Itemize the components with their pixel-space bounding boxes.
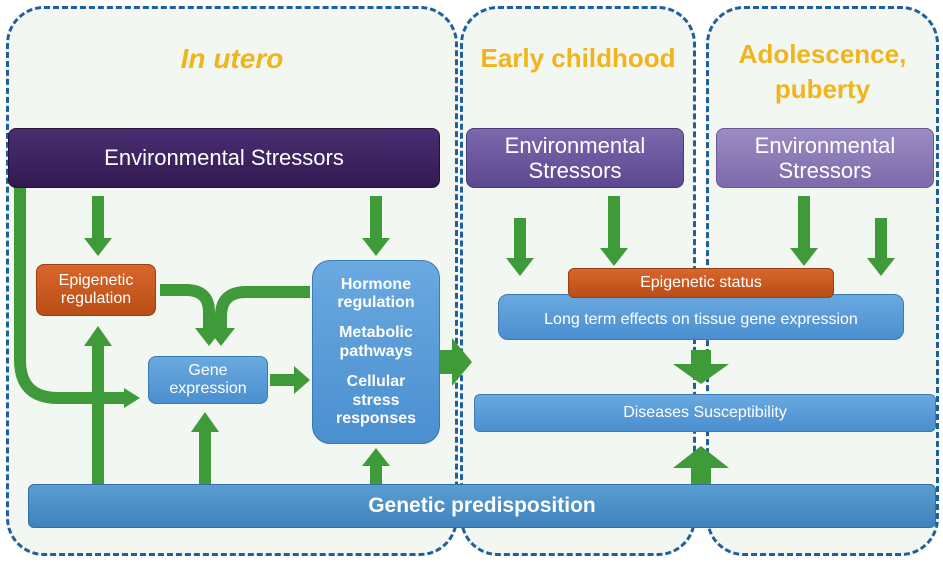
gene-expression-line1: Gene [188, 361, 228, 379]
in-utero-environmental-stressors: Environmental Stressors [8, 128, 440, 188]
epigenetic-status-box: Epigenetic status [568, 268, 834, 298]
metabolic-pathways-label: Metabolic pathways [339, 324, 413, 361]
epigenetic-regulation-box: Epigenetic regulation [36, 264, 156, 316]
arrow-up-to-epigenetic [84, 326, 112, 484]
stage-title-early-childhood: Early childhood [480, 43, 676, 73]
cellular-line3: responses [335, 409, 417, 427]
early-childhood-environmental-stressors: Environmental Stressors [466, 128, 684, 188]
arrow-head-env-to-gene [124, 388, 140, 408]
metabolic-line2: pathways [339, 342, 413, 360]
hormone-metabolic-cellular-box: Hormone regulation Metabolic pathways Ce… [312, 260, 440, 444]
arrow-down-early-right [600, 196, 628, 266]
arrow-up-to-gene [191, 412, 219, 484]
connector-epi-to-gene [160, 284, 215, 330]
stage-title-adolescence-line1: Adolescence, [738, 39, 907, 69]
arrow-head-hormone-to-gene [207, 328, 235, 346]
diseases-susceptibility-box: Diseases Susceptibility [474, 394, 936, 432]
cellular-stress-label: Cellular stress responses [336, 373, 416, 428]
gene-expression-line2: expression [169, 380, 247, 397]
genetic-predisposition-bar: Genetic predisposition [28, 484, 936, 528]
early-env-line1: Environmental [504, 132, 646, 158]
hormone-line2: regulation [337, 294, 415, 312]
epigenetic-regulation-line1: Epigenetic [58, 271, 134, 289]
gene-expression-box: Gene expression [148, 356, 268, 404]
adol-env-line1: Environmental [754, 132, 896, 158]
arrow-up-to-hormone [362, 448, 390, 484]
cellular-line1: Cellular [346, 373, 406, 391]
arrow-big-down-to-diseases [673, 350, 729, 384]
arrow-big-right-to-childhood [440, 338, 472, 386]
metabolic-line1: Metabolic [339, 324, 413, 342]
arrow-gene-to-hormone [270, 366, 310, 394]
long-term-effects-box: Long term effects on tissue gene express… [498, 294, 904, 340]
stage-title-in-utero: In utero [180, 43, 284, 74]
connector-env-to-gene [14, 186, 126, 404]
arrow-down-early-left [506, 218, 534, 276]
connector-hormone-to-gene [215, 286, 310, 330]
arrow-down-to-hormone [362, 196, 390, 256]
arrow-down-adol-left [790, 196, 818, 266]
stage-title-adolescence: Adolescence, puberty [709, 37, 936, 107]
adolescence-environmental-stressors: Environmental Stressors [716, 128, 934, 188]
epigenetic-regulation-line2: regulation [60, 290, 132, 307]
arrow-down-to-epigenetic [84, 196, 112, 256]
cellular-line2: stress [352, 391, 400, 409]
hormone-line1: Hormone [340, 275, 412, 293]
hormone-regulation-label: Hormone regulation [337, 276, 414, 313]
early-env-line2: Stressors [528, 158, 622, 183]
stage-title-adolescence-line2: puberty [774, 74, 871, 105]
arrow-down-adol-right [867, 218, 895, 276]
arrow-big-up-from-genetic [673, 446, 729, 484]
adol-env-line2: Stressors [778, 158, 872, 183]
